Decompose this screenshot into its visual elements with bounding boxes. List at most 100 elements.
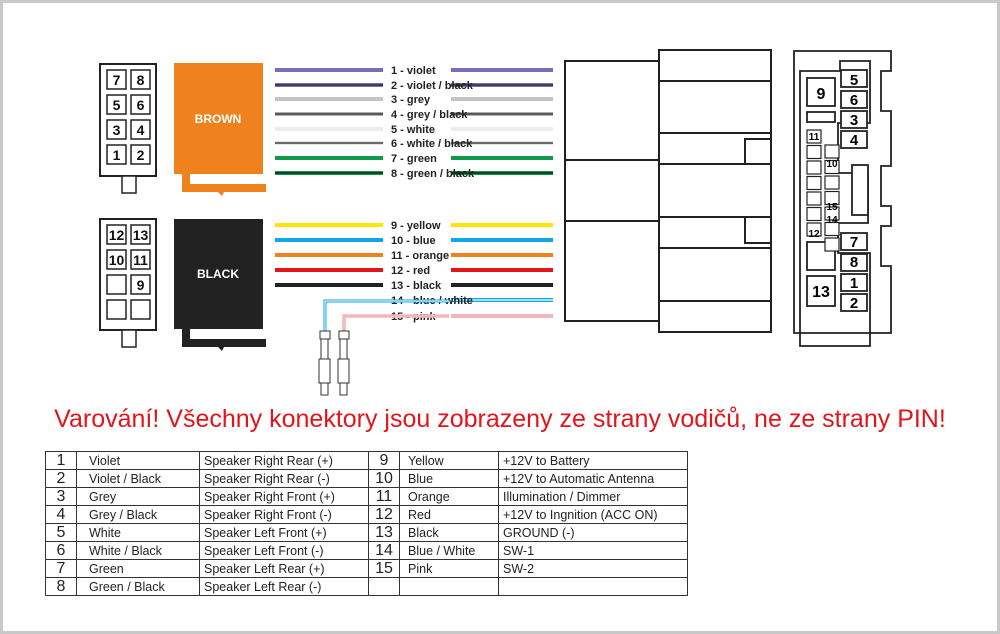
cell-f1: Speaker Right Rear (+) xyxy=(199,451,369,470)
iso-pin-label: 12 xyxy=(808,229,820,240)
wire-7: 7 - green xyxy=(275,153,553,165)
iso-pin-label: 15 xyxy=(826,202,838,213)
cell-n1: 1 xyxy=(45,451,77,470)
cell-n2: 14 xyxy=(368,541,400,560)
wire-label: 10 - blue xyxy=(391,235,436,247)
iso-small-pin xyxy=(806,160,822,175)
cell-f2: +12V to Battery xyxy=(498,451,688,470)
cell-n1: 4 xyxy=(45,505,77,524)
iso-small-pin xyxy=(806,191,822,206)
cell-n1: 5 xyxy=(45,523,77,542)
wire-label: 7 - green xyxy=(391,153,437,165)
black-pin xyxy=(106,224,127,245)
wire-5: 5 - white xyxy=(275,124,553,136)
cell-c2: Yellow xyxy=(399,451,499,470)
cell-c1: White / Black xyxy=(76,541,200,560)
cell-f2: +12V to Automatic Antenna xyxy=(498,469,688,488)
cell-f1: Speaker Right Front (+) xyxy=(199,487,369,506)
iso-small-pin xyxy=(806,222,822,237)
black-connector xyxy=(174,219,266,351)
iso-pin-label: 10 xyxy=(826,159,838,170)
cell-c2: Orange xyxy=(399,487,499,506)
iso-pin-label: 6 xyxy=(850,92,858,109)
brown-pin-label: 1 xyxy=(113,147,121,163)
brown-pin xyxy=(106,119,127,140)
cell-n1: 7 xyxy=(45,559,77,578)
wire-11: 11 - orange xyxy=(275,250,553,262)
cell-c1: Green / Black xyxy=(76,577,200,596)
cell-c2: Blue xyxy=(399,469,499,488)
black-label: BLACK xyxy=(197,267,239,281)
iso-pin-label: 5 xyxy=(850,72,858,89)
warning-text: Varování! Všechny konektory jsou zobraze… xyxy=(54,405,946,433)
iso-pin-label: 13 xyxy=(812,284,830,301)
wire-6: 6 - white / black xyxy=(275,138,553,150)
harness-connector xyxy=(564,49,772,333)
cell-c1: Violet xyxy=(76,451,200,470)
wire-4: 4 - grey / black xyxy=(275,109,553,121)
cell-f2: Illumination / Dimmer xyxy=(498,487,688,506)
cell-n2: 15 xyxy=(368,559,400,578)
wire-2: 2 - violet / black xyxy=(275,80,553,92)
brown-pin-label: 8 xyxy=(137,72,145,88)
cell-f1: Speaker Left Front (+) xyxy=(199,523,369,542)
cell-f1: Speaker Right Rear (-) xyxy=(199,469,369,488)
cell-n2: 12 xyxy=(368,505,400,524)
cell-c2: Red xyxy=(399,505,499,524)
wire-1: 1 - violet xyxy=(275,65,553,77)
cell-c1: Violet / Black xyxy=(76,469,200,488)
iso-pin-label: 7 xyxy=(850,234,858,251)
black-pin xyxy=(106,274,127,295)
wire-label: 5 - white xyxy=(391,124,435,136)
cell-f2: GROUND (-) xyxy=(498,523,688,542)
brown-pin xyxy=(106,144,127,165)
brown-pin-label: 6 xyxy=(137,97,145,113)
black-pin-label: 10 xyxy=(109,252,125,268)
brown-label: BROWN xyxy=(195,112,242,126)
wire-9: 9 - yellow xyxy=(275,220,553,232)
brown-pin-label: 5 xyxy=(113,97,121,113)
cell-f2: +12V to Ingnition (ACC ON) xyxy=(498,505,688,524)
brown-pin-label: 2 xyxy=(137,147,145,163)
iso-small-pin xyxy=(824,221,840,237)
cell-n2 xyxy=(368,577,400,596)
wire-label: 11 - orange xyxy=(391,250,449,262)
sw-wire-terminals xyxy=(318,299,449,396)
cell-f1: Speaker Left Rear (+) xyxy=(199,559,369,578)
brown-pin xyxy=(130,94,151,115)
cell-c2: Black xyxy=(399,523,499,542)
wire-label: 2 - violet / black xyxy=(391,80,474,92)
brown-pin xyxy=(130,119,151,140)
black-pin xyxy=(130,299,151,320)
cell-c1: White xyxy=(76,523,200,542)
cell-c1: Grey xyxy=(76,487,200,506)
wire-label: 9 - yellow xyxy=(391,220,441,232)
wire-8: 8 - green / black xyxy=(275,168,553,180)
iso-pin-label: 1 xyxy=(850,275,858,292)
black-pin-label: 12 xyxy=(109,227,125,243)
iso-small-pin xyxy=(824,144,840,159)
cell-n2: 11 xyxy=(368,487,400,506)
black-pin-label: 11 xyxy=(133,252,148,268)
cell-n1: 8 xyxy=(45,577,77,596)
cell-c2: Pink xyxy=(399,559,499,578)
brown-connector xyxy=(174,63,266,196)
iso-small-pin xyxy=(824,206,840,221)
iso-small-pin xyxy=(806,175,822,191)
cell-f2: SW-2 xyxy=(498,559,688,578)
iso-pin-label: 4 xyxy=(850,132,859,149)
cell-f2 xyxy=(498,577,688,596)
cell-n2: 10 xyxy=(368,469,400,488)
cell-n2: 13 xyxy=(368,523,400,542)
black-pin xyxy=(130,274,151,295)
iso-pin-label: 3 xyxy=(850,112,858,129)
iso-pin-label: 9 xyxy=(817,86,826,103)
cell-c1: Green xyxy=(76,559,200,578)
